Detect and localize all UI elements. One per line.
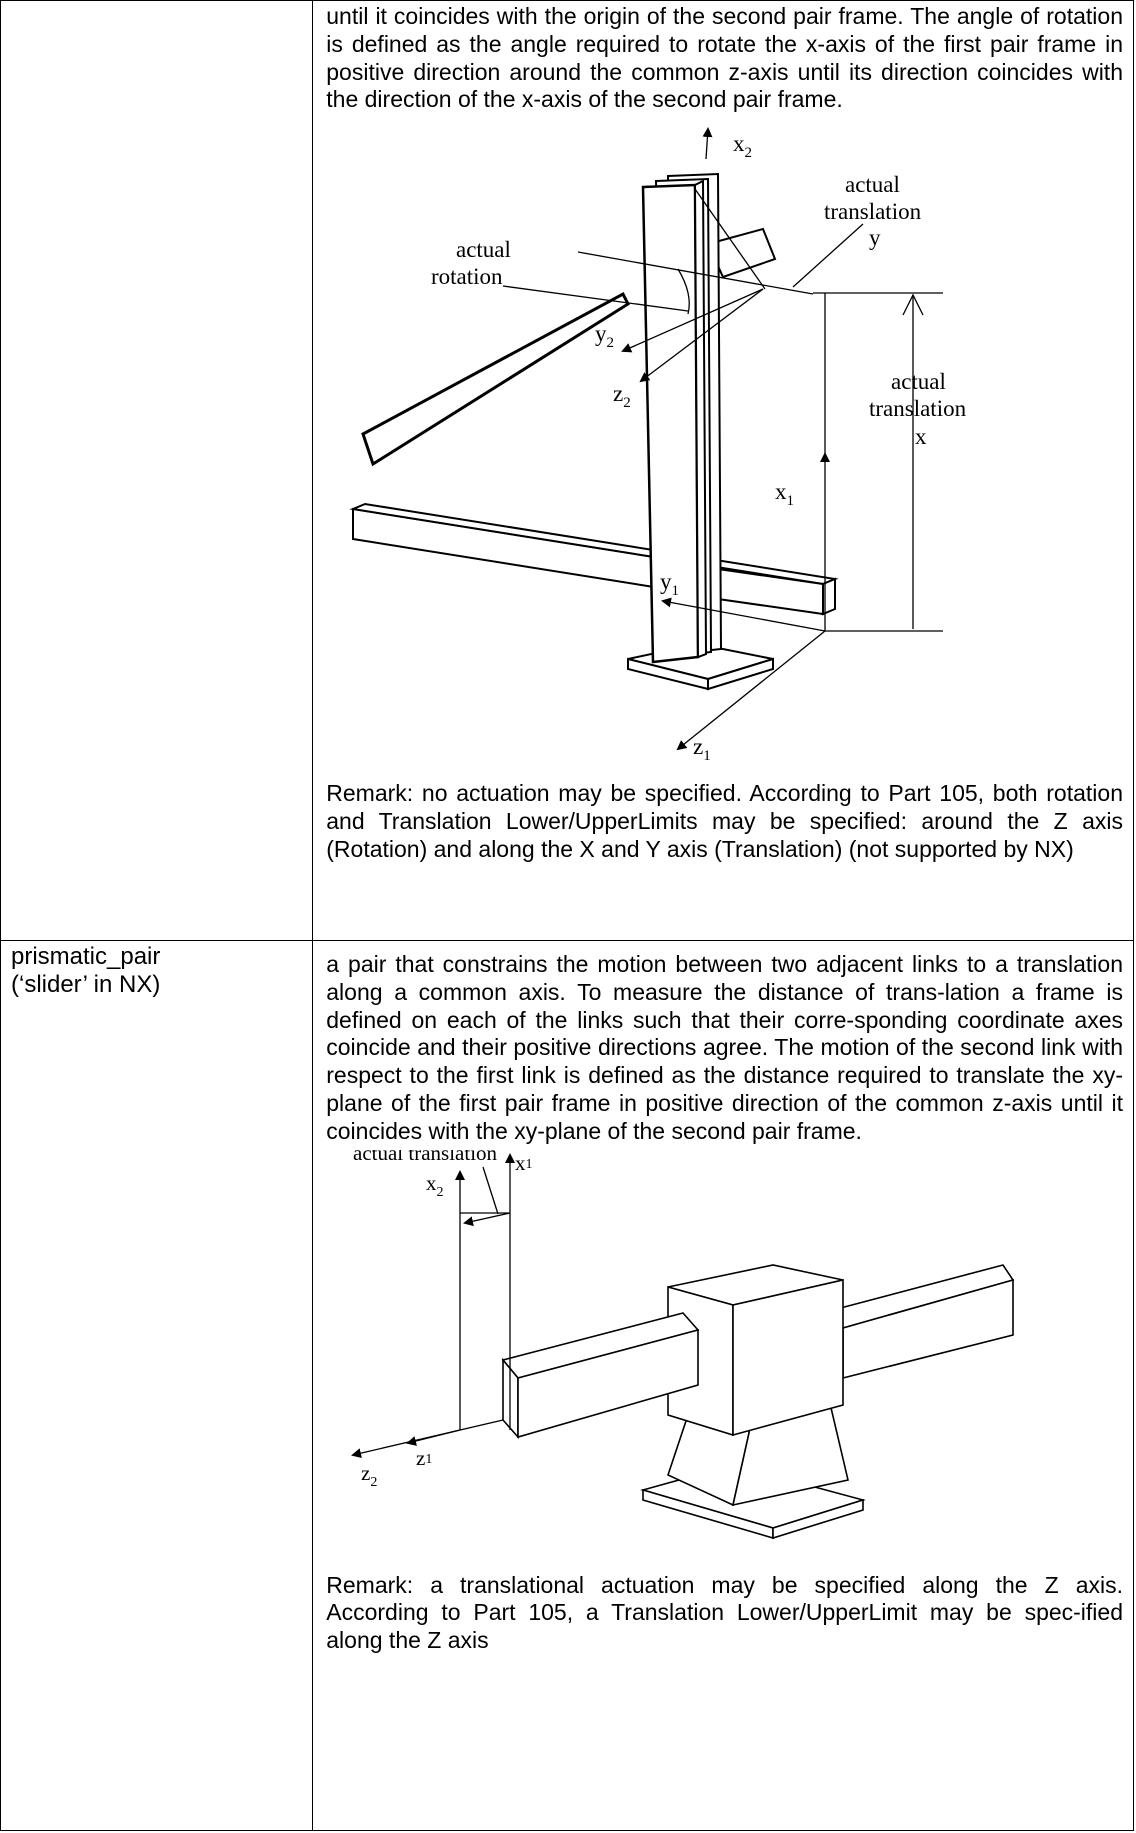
prismatic-pair-drawing <box>501 1263 1015 1539</box>
table-row-planar-continuation: until it coincides with the origin of th… <box>0 0 1134 941</box>
label-actual-translation-y-1: actual <box>845 172 900 197</box>
label-z1: z1 <box>693 734 711 764</box>
remark-text: Remark: no actuation may be specified. A… <box>326 780 1123 862</box>
prismatic-pair-labels: actual translation x2 x1 z2 z1 <box>353 1150 533 1490</box>
description-cell: a pair that constrains the motion betwee… <box>312 940 1134 1831</box>
label-z2: z2 <box>613 381 631 411</box>
label-x1: x1 <box>775 479 794 509</box>
label-x1: x1 <box>515 1151 533 1175</box>
description-paragraph: until it coincides with the origin of th… <box>326 3 1123 113</box>
remark-text: Remark: a translational actuation may be… <box>326 1571 1123 1654</box>
label-actual-translation-x-3: x <box>915 424 927 449</box>
label-y2: y2 <box>595 321 614 351</box>
upper-slanted-bar <box>361 292 631 467</box>
prismatic-pair-annotations <box>351 1152 516 1458</box>
label-actual-translation-x-1: actual <box>891 369 946 394</box>
prismatic-pair-figure: actual translation x2 x1 z2 z1 <box>351 1150 1015 1539</box>
description-cell: until it coincides with the origin of th… <box>312 0 1134 941</box>
term-name: prismatic_pair <box>11 943 161 970</box>
term-cell: prismatic_pair (‘slider’ in NX) <box>0 940 314 1831</box>
label-actual-rotation-1: actual <box>456 237 511 262</box>
label-actual-translation-y-3: y <box>869 225 881 250</box>
label-z1: z1 <box>416 1446 432 1470</box>
label-actual-translation-x-2: translation <box>869 396 967 421</box>
term-nx-alias: (‘slider’ in NX) <box>11 971 161 998</box>
label-actual-translation: actual translation <box>353 1150 498 1165</box>
description-paragraph: a pair that constrains the motion betwee… <box>326 951 1123 1144</box>
label-actual-rotation-2: rotation <box>431 264 503 289</box>
term-cell-empty <box>0 0 314 941</box>
planar-pair-figure: x2 actual translation y actual rotation … <box>349 127 967 764</box>
planar-pair-labels: x2 actual translation y actual rotation … <box>431 131 967 764</box>
label-actual-translation-y-2: translation <box>824 199 922 224</box>
label-y1: y1 <box>660 569 679 599</box>
table-row-prismatic-pair: prismatic_pair (‘slider’ in NX) a pair t… <box>0 940 1134 1831</box>
label-z2: z2 <box>361 1461 377 1490</box>
planar-pair-drawing <box>349 173 839 691</box>
label-x2: x2 <box>733 131 752 161</box>
label-x2: x2 <box>426 1171 444 1200</box>
planar-pair-annotations <box>503 127 944 751</box>
